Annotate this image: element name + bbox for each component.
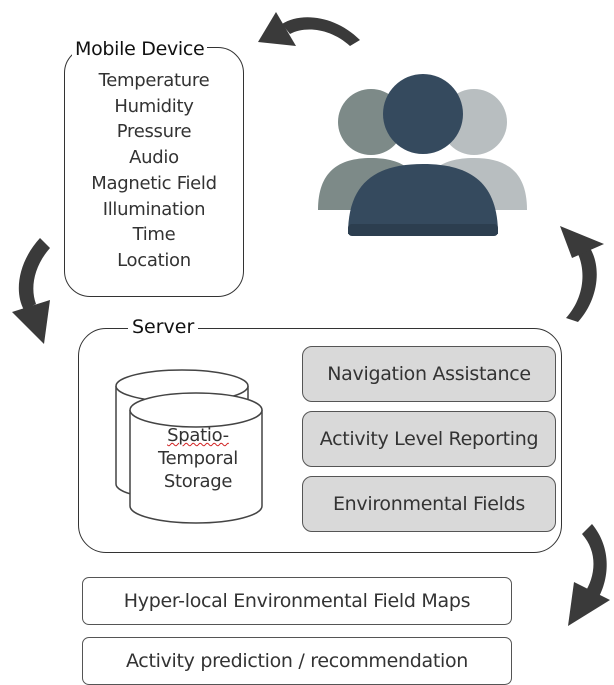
cycle-arrow-icon-bottom (568, 524, 610, 626)
sensor-item: Location (117, 249, 191, 271)
mobile-device-box (64, 47, 244, 297)
cycle-arrow-icon-left (12, 238, 50, 344)
server-title: Server (128, 316, 199, 338)
sensor-item: Audio (129, 147, 179, 169)
output-activity-prediction: Activity prediction / recommendation (82, 637, 512, 685)
storage-label-line: Temporal (157, 448, 238, 469)
sensor-item: Illumination (102, 198, 206, 220)
users-icon (318, 74, 527, 236)
cycle-arrow-icon-top (258, 12, 360, 46)
storage-label: Spatio- Temporal Storage (130, 424, 266, 493)
sensor-item: Pressure (116, 121, 192, 143)
storage-label-line: Storage (163, 471, 233, 492)
sensor-item: Humidity (114, 95, 194, 117)
database-cylinder-icon (115, 369, 263, 524)
sensor-item: Temperature (98, 70, 210, 91)
cycle-arrow-icon-right (560, 226, 604, 322)
output-field-maps: Hyper-local Environmental Field Maps (82, 577, 512, 625)
mobile-device-title: Mobile Device (72, 38, 208, 60)
service-activity-level-reporting: Activity Level Reporting (302, 411, 556, 467)
storage-label-line: Spatio- (167, 425, 229, 446)
sensor-list: Temperature Humidity Pressure Audio Magn… (64, 68, 244, 274)
sensor-item: Time (132, 224, 176, 246)
service-environmental-fields: Environmental Fields (302, 476, 556, 532)
sensor-item: Magnetic Field (91, 172, 217, 194)
service-navigation-assistance: Navigation Assistance (302, 346, 556, 402)
